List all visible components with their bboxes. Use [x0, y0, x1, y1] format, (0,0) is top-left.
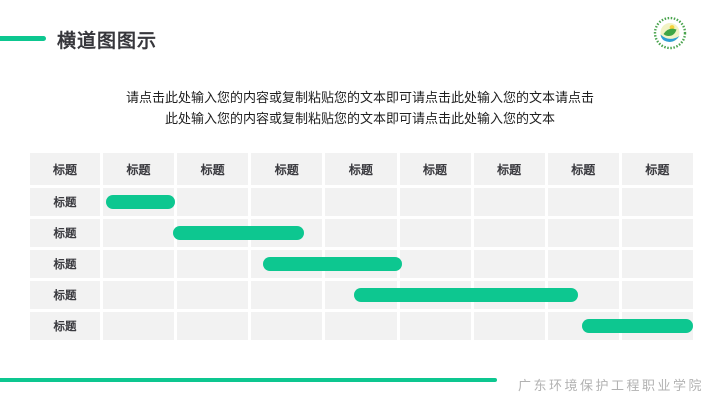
gantt-header-row: 标题标题标题标题标题标题标题标题标题 [30, 153, 693, 185]
gantt-grid-cell [473, 188, 545, 216]
page-title: 横道图图示 [57, 31, 158, 52]
gantt-header-cell: 标题 [621, 153, 693, 185]
gantt-grid-cell [177, 188, 249, 216]
gantt-grid-cell [547, 281, 619, 309]
gantt-grid-cell [399, 250, 471, 278]
gantt-header-cell: 标题 [30, 153, 100, 185]
gantt-grid-cell [103, 312, 175, 340]
gantt-grid-cell [547, 250, 619, 278]
gantt-grid-cell [251, 250, 323, 278]
gantt-grid-cell [103, 281, 175, 309]
gantt-grid-cell [621, 312, 693, 340]
gantt-row-label: 标题 [30, 250, 100, 278]
school-emblem-icon [651, 14, 689, 52]
intro-line-1: 请点击此处输入您的内容或复制粘贴您的文本即可请点击此处输入您的文本请点击 [125, 90, 594, 105]
gantt-grid-cell [621, 250, 693, 278]
gantt-grid-cell [399, 219, 471, 247]
gantt-header-cell: 标题 [547, 153, 619, 185]
gantt-grid-cell [325, 219, 397, 247]
gantt-grid-cell [473, 250, 545, 278]
gantt-grid-cell [325, 188, 397, 216]
gantt-data-row: 标题 [30, 219, 693, 247]
title-accent-dash [0, 36, 46, 41]
gantt-grid-cell [473, 219, 545, 247]
intro-paragraph: 请点击此处输入您的内容或复制粘贴您的文本即可请点击此处输入您的文本请点击 此处输… [0, 87, 720, 129]
gantt-grid-cell [621, 188, 693, 216]
gantt-grid-cell [177, 312, 249, 340]
gantt-data-row: 标题 [30, 250, 693, 278]
logo-wave [660, 34, 680, 42]
gantt-grid-cell [177, 250, 249, 278]
gantt-data-row: 标题 [30, 312, 693, 340]
gantt-data-row: 标题 [30, 188, 693, 216]
gantt-grid-cell [325, 312, 397, 340]
gantt-header-cell: 标题 [325, 153, 397, 185]
gantt-grid-cell [325, 281, 397, 309]
gantt-grid-cell [325, 250, 397, 278]
gantt-grid-cell [621, 219, 693, 247]
logo-leaf-hand [663, 28, 677, 36]
gantt-row-label: 标题 [30, 312, 100, 340]
gantt-header-cell: 标题 [399, 153, 471, 185]
gantt-grid-cell [621, 281, 693, 309]
gantt-grid-cell [547, 188, 619, 216]
gantt-header-cell: 标题 [251, 153, 323, 185]
gantt-header-cell: 标题 [473, 153, 545, 185]
gantt-data-row: 标题 [30, 281, 693, 309]
footer-school-name: 广东环境保护工程职业学院 [517, 378, 704, 393]
gantt-grid-cell [251, 219, 323, 247]
gantt-grid-cell [251, 281, 323, 309]
gantt-grid-cell [547, 219, 619, 247]
gantt-grid-cell [547, 312, 619, 340]
gantt-grid-cell [251, 312, 323, 340]
gantt-grid-cell [473, 281, 545, 309]
gantt-grid-cell [399, 281, 471, 309]
gantt-grid-cell [103, 250, 175, 278]
footer-accent-line [0, 378, 497, 382]
gantt-grid-cell [177, 219, 249, 247]
gantt-grid-cell [103, 219, 175, 247]
gantt-header-cell: 标题 [103, 153, 175, 185]
gantt-row-label: 标题 [30, 188, 100, 216]
gantt-grid-cell [177, 281, 249, 309]
gantt-table: 标题标题标题标题标题标题标题标题标题标题标题标题标题标题 [30, 153, 693, 343]
gantt-grid-cell [103, 188, 175, 216]
gantt-grid-cell [399, 188, 471, 216]
gantt-header-cell: 标题 [177, 153, 249, 185]
logo-text-ring [653, 16, 687, 50]
gantt-grid-cell [399, 312, 471, 340]
intro-line-2: 此处输入您的内容或复制粘贴您的文本即可请点击此处输入您的文本 [164, 111, 555, 126]
gantt-row-label: 标题 [30, 219, 100, 247]
gantt-grid-cell [251, 188, 323, 216]
gantt-grid-cell [473, 312, 545, 340]
gantt-row-label: 标题 [30, 281, 100, 309]
